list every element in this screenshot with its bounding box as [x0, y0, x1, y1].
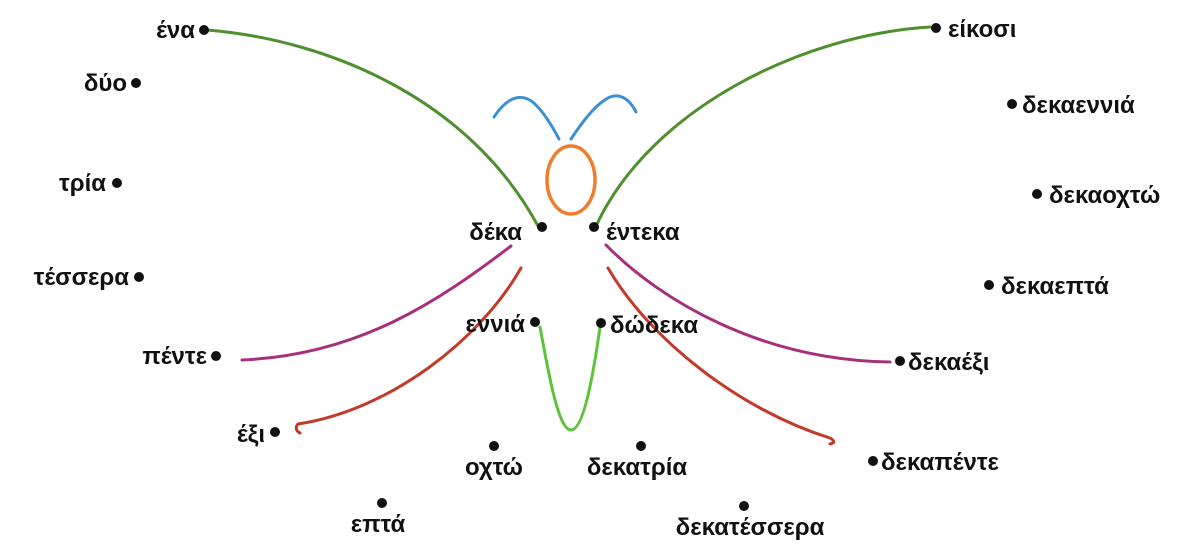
label-dekatria: δεκατρία [587, 454, 688, 481]
point-exi: έξι [237, 421, 280, 448]
label-dekaochto: δεκαοχτώ [1049, 182, 1160, 209]
dot-ennia [530, 317, 540, 327]
point-tria: τρία [59, 170, 122, 197]
label-ochto: οχτώ [465, 454, 523, 481]
right-middle-wing-line [604, 243, 892, 364]
point-ochto: οχτώ [465, 441, 523, 481]
label-exi: έξι [237, 421, 265, 448]
dot-tessera [134, 272, 144, 282]
dot-dekaepta [984, 280, 994, 290]
point-dodeka: δώδεκα [596, 312, 698, 339]
label-tessera: τέσσερα [34, 264, 130, 291]
point-eikosi: είκοσι [931, 16, 1016, 43]
left-upper-wing-line [205, 28, 540, 228]
label-pente: πέντε [142, 343, 207, 370]
label-dyo: δύο [84, 70, 127, 97]
point-dekatria: δεκατρία [587, 441, 688, 481]
butterfly-drawing [205, 25, 932, 446]
label-dodeka: δώδεκα [610, 312, 698, 339]
dot-tria [112, 178, 122, 188]
label-tria: τρία [59, 170, 106, 197]
label-dekatessera: δεκατέσσερα [676, 514, 825, 541]
dot-dodeka [596, 318, 606, 328]
label-dekaexi: δεκαέξι [908, 349, 989, 376]
dot-epta [377, 498, 387, 508]
tail-line [538, 325, 602, 432]
point-epta: επτά [351, 498, 406, 538]
left-lower-wing-line [294, 266, 523, 435]
dot-ochto [489, 441, 499, 451]
dot-eikosi [931, 23, 941, 33]
number-points: ένα δύο τρία τέσσερα πέντε έξι επτά [34, 16, 1161, 541]
point-dekaochto: δεκαοχτώ [1032, 182, 1160, 209]
label-ena: ένα [156, 17, 195, 44]
dot-dekapente [868, 456, 878, 466]
head-outline [545, 144, 597, 216]
point-enteka: έντεκα [589, 219, 680, 246]
dot-dekatria [636, 441, 646, 451]
point-dekaepta: δεκαεπτά [984, 273, 1109, 300]
label-epta: επτά [351, 511, 406, 538]
right-upper-wing-line [594, 25, 932, 228]
dot-dyo [131, 78, 141, 88]
label-enteka: έντεκα [606, 219, 680, 246]
point-dyo: δύο [84, 70, 141, 97]
point-ennia: εννιά [465, 311, 540, 338]
label-deka: δέκα [469, 219, 522, 246]
point-dekaexi: δεκαέξι [895, 349, 989, 376]
dot-pente [211, 351, 221, 361]
dot-dekaochto [1032, 189, 1042, 199]
point-pente: πέντε [142, 343, 221, 370]
dot-deka [537, 222, 547, 232]
dot-exi [270, 427, 280, 437]
dot-dekaennia [1007, 99, 1017, 109]
point-tessera: τέσσερα [34, 264, 144, 291]
dot-enteka [589, 222, 599, 232]
point-deka: δέκα [469, 219, 547, 246]
point-dekatessera: δεκατέσσερα [676, 501, 825, 541]
right-lower-wing-line [606, 266, 836, 446]
dot-ena [199, 25, 209, 35]
label-eikosi: είκοσι [948, 16, 1016, 43]
dot-dekatessera [739, 501, 749, 511]
label-ennia: εννιά [465, 311, 525, 338]
left-middle-wing-line [240, 244, 513, 362]
dot-dekaexi [895, 356, 905, 366]
left-antenna-line [492, 95, 561, 141]
point-dekaennia: δεκαεννιά [1007, 92, 1135, 119]
point-ena: ένα [156, 17, 209, 44]
point-dekapente: δεκαπέντε [868, 449, 999, 476]
label-dekaepta: δεκαεπτά [1001, 273, 1109, 300]
label-dekaennia: δεκαεννιά [1022, 92, 1135, 119]
label-dekapente: δεκαπέντε [881, 449, 999, 476]
right-antenna-line [569, 94, 638, 141]
